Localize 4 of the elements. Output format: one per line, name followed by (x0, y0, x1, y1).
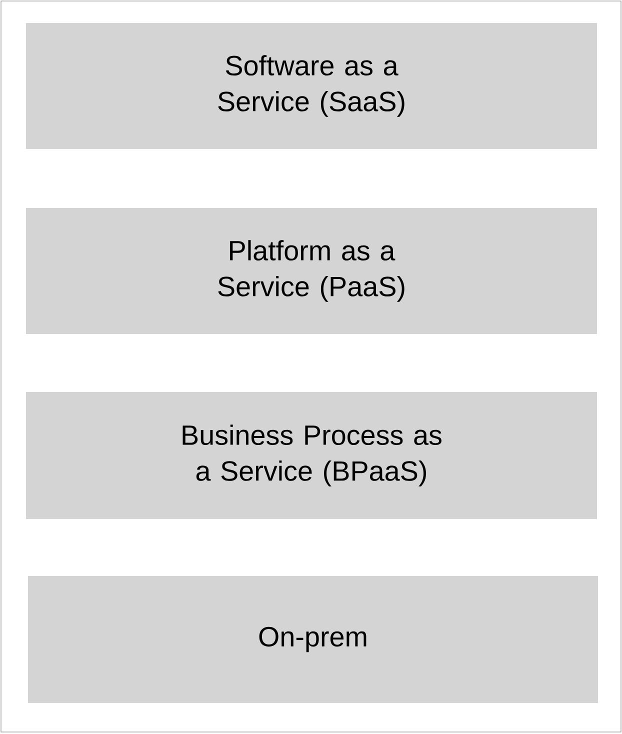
service-box: Software as a Service (SaaS) (26, 23, 597, 149)
service-box: Platform as a Service (PaaS) (26, 208, 597, 334)
service-box: Business Process as a Service (BPaaS) (26, 392, 597, 519)
service-box: On-prem (28, 576, 598, 703)
